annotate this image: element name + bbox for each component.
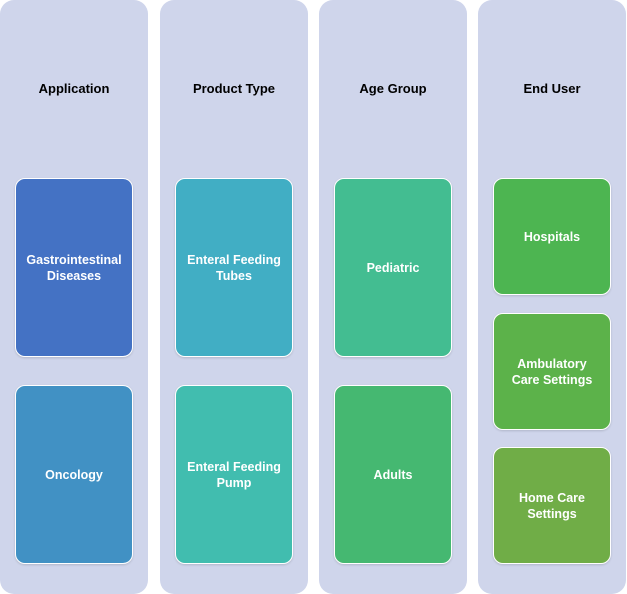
card-ambulatory-care-settings: Ambulatory Care Settings bbox=[493, 313, 611, 430]
column-application: Application Gastrointestinal Diseases On… bbox=[0, 0, 148, 594]
column-header-application: Application bbox=[38, 81, 110, 96]
card-pediatric: Pediatric bbox=[334, 178, 452, 357]
card-gastrointestinal-diseases: Gastrointestinal Diseases bbox=[15, 178, 133, 357]
card-adults: Adults bbox=[334, 385, 452, 564]
column-end-user: End User Hospitals Ambulatory Care Setti… bbox=[478, 0, 626, 594]
column-header-age-group: Age Group bbox=[359, 81, 427, 96]
card-home-care-settings: Home Care Settings bbox=[493, 447, 611, 564]
column-header-product-type: Product Type bbox=[192, 81, 276, 96]
card-oncology: Oncology bbox=[15, 385, 133, 564]
card-enteral-feeding-tubes: Enteral Feeding Tubes bbox=[175, 178, 293, 357]
card-hospitals: Hospitals bbox=[493, 178, 611, 295]
card-enteral-feeding-pump: Enteral Feeding Pump bbox=[175, 385, 293, 564]
column-product-type: Product Type Enteral Feeding Tubes Enter… bbox=[160, 0, 308, 594]
column-header-end-user: End User bbox=[523, 81, 581, 96]
column-age-group: Age Group Pediatric Adults bbox=[319, 0, 467, 594]
